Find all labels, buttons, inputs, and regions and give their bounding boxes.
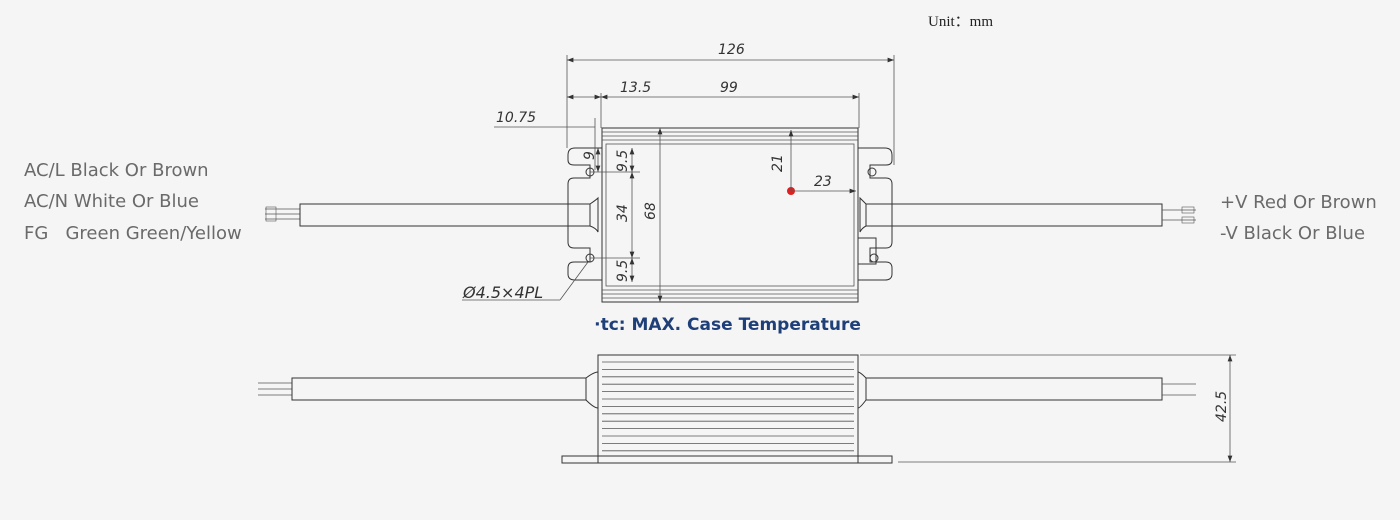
dim-hole-spacing-bottom: 9.5 bbox=[615, 260, 631, 282]
dim-hole-offset-top: 9 bbox=[582, 151, 598, 160]
wire-label-vpos: +V Red Or Brown bbox=[1220, 192, 1377, 213]
dim-hole-callout: Ø4.5×4PL bbox=[462, 283, 543, 302]
heatsink-fins bbox=[602, 361, 854, 452]
dim-body-width: 68 bbox=[643, 202, 659, 220]
dim-overall-length: 126 bbox=[718, 42, 745, 58]
dim-height: 42.5 bbox=[1214, 391, 1230, 422]
side-view: 42.5 bbox=[258, 354, 1236, 464]
dim-center-span: 34 bbox=[615, 204, 631, 222]
dim-tc-y: 21 bbox=[770, 154, 786, 172]
wire-label-vneg: -V Black Or Blue bbox=[1220, 223, 1366, 244]
dim-tc-x: 23 bbox=[814, 174, 832, 190]
dim-body-length: 99 bbox=[720, 80, 738, 96]
wire-label-fg: FG Green Green/Yellow bbox=[24, 223, 242, 244]
dim-left-edge: 10.75 bbox=[496, 110, 536, 126]
right-cable bbox=[859, 196, 1196, 233]
dim-hole-spacing-top: 9.5 bbox=[615, 150, 631, 172]
unit-label: Unit：mm bbox=[928, 14, 994, 30]
left-cable bbox=[265, 196, 599, 233]
wire-label-acl: AC/L Black Or Brown bbox=[24, 160, 209, 181]
top-view: 21 23 126 13.5 99 10.75 9 9.5 34 9.5 68 bbox=[265, 42, 1196, 303]
wire-label-acn: AC/N White Or Blue bbox=[24, 191, 199, 212]
tc-note: ·tc: MAX. Case Temperature bbox=[594, 315, 861, 335]
dim-mount-offset: 13.5 bbox=[620, 80, 651, 96]
